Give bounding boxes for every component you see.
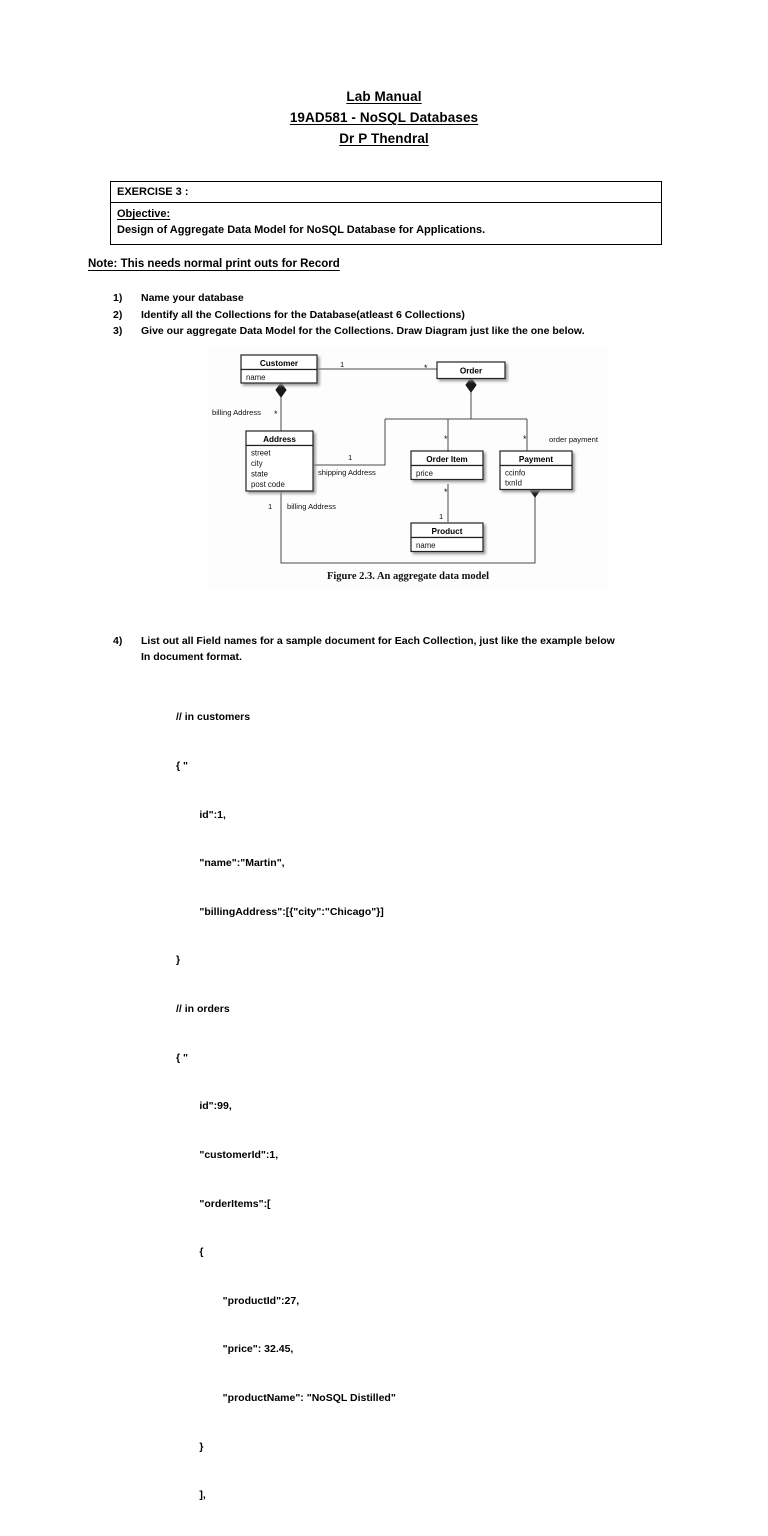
- label-product-many: *: [444, 487, 448, 497]
- task-number: 2): [113, 308, 123, 321]
- code-line: "productName": "NoSQL Distilled": [176, 1391, 396, 1404]
- aggregate-data-model-figure: 1 * billing Address * 1 shipping Address…: [208, 347, 608, 589]
- label-billing-address-1: billing Address: [212, 408, 261, 417]
- task-text: Identify all the Collections for the Dat…: [141, 308, 465, 321]
- header-title-line: Lab Manual: [0, 86, 768, 107]
- list-item: 2) Identify all the Collections for the …: [113, 307, 693, 324]
- label-product-one: 1: [439, 512, 443, 521]
- uml-class-payment-attr-0: ccinfo: [505, 469, 526, 478]
- code-line: id":1,: [176, 808, 226, 821]
- uml-class-payment-attr-1: txnId: [505, 479, 522, 488]
- label-billing-address-many: *: [274, 409, 278, 419]
- uml-class-customer: [240, 354, 318, 384]
- label-order-payment: order payment: [549, 435, 599, 444]
- exercise-objective-row: Objective: Design of Aggregate Data Mode…: [111, 203, 661, 244]
- task-number: 1): [113, 292, 123, 304]
- lab-manual-title: Lab Manual: [346, 89, 422, 104]
- label-shipping-address-one: 1: [348, 453, 352, 462]
- list-item: 4) List out all Field names for a sample…: [113, 633, 683, 649]
- code-line: }: [176, 1440, 204, 1453]
- code-line: "orderItems":[: [176, 1197, 271, 1210]
- author-name: Dr P Thendral: [339, 131, 429, 146]
- code-line: { ": [176, 760, 188, 773]
- task-text-line-1: List out all Field names for a sample do…: [141, 635, 615, 647]
- uml-class-order: [436, 361, 506, 380]
- code-line: { ": [176, 1051, 188, 1064]
- code-line: id":99,: [176, 1100, 232, 1113]
- list-item: 3) Give our aggregate Data Model for the…: [113, 323, 693, 340]
- objective-label: Objective:: [117, 208, 171, 220]
- code-line: "productId":27,: [176, 1294, 300, 1307]
- uml-class-address: [245, 430, 314, 492]
- uml-class-customer-attr-0: name: [246, 373, 266, 382]
- sample-document-code: // in customers { " id":1, "name":"Marti…: [176, 677, 396, 1536]
- exercise-title-row: EXERCISE 3 :: [111, 182, 661, 203]
- objective-text: Design of Aggregate Data Model for NoSQL…: [117, 224, 486, 236]
- code-line: ],: [176, 1489, 206, 1502]
- composition-diamond-customer: [275, 382, 287, 398]
- code-line: "billingAddress":[{"city":"Chicago"}]: [176, 905, 384, 918]
- code-line: "price": 32.45,: [176, 1343, 294, 1356]
- task-list: 1) Name your database 2) Identify all th…: [113, 290, 693, 340]
- code-line: {: [176, 1246, 204, 1259]
- list-item: 1) Name your database: [113, 290, 693, 307]
- uml-class-order-name: Order: [460, 367, 483, 376]
- code-line: // in customers: [176, 711, 251, 724]
- task-4: 4) List out all Field names for a sample…: [113, 633, 683, 665]
- code-line: }: [176, 954, 181, 967]
- uml-class-address-name: Address: [263, 435, 296, 444]
- exercise-title: EXERCISE 3 :: [117, 186, 189, 198]
- code-line: // in orders: [176, 1003, 230, 1016]
- composition-diamond-order: [465, 377, 477, 393]
- exercise-box: EXERCISE 3 : Objective: Design of Aggreg…: [110, 181, 662, 245]
- label-customer-order-one: 1: [340, 360, 344, 369]
- uml-class-address-attr-1: city: [251, 459, 263, 468]
- label-billing-address-one: 1: [268, 502, 272, 511]
- document-header: Lab Manual 19AD581 - NoSQL Databases Dr …: [0, 86, 768, 149]
- print-note: Note: This needs normal print outs for R…: [88, 258, 340, 270]
- label-customer-order-many: *: [424, 363, 428, 373]
- uml-class-product-name: Product: [432, 527, 463, 536]
- task-number: 4): [113, 635, 123, 647]
- task-number: 3): [113, 325, 123, 337]
- header-author-line: Dr P Thendral: [0, 128, 768, 149]
- uml-class-product-attr-0: name: [416, 541, 436, 550]
- code-line: "name":"Martin",: [176, 857, 285, 870]
- task-text-line-2: In document format.: [141, 651, 242, 663]
- label-billing-address-2: billing Address: [287, 502, 336, 511]
- figure-caption: Figure 2.3. An aggregate data model: [327, 571, 489, 582]
- edge-address-payment-billing: [280, 490, 536, 564]
- uml-class-orderitem-attr-0: price: [416, 469, 433, 478]
- label-orderitem-many: *: [444, 434, 448, 444]
- uml-class-product: [410, 522, 484, 553]
- task-text: Name your database: [141, 292, 244, 304]
- header-course-line: 19AD581 - NoSQL Databases: [0, 107, 768, 128]
- edge-order-shipping-address: [313, 419, 386, 466]
- uml-class-address-attr-2: state: [251, 470, 268, 479]
- uml-class-address-attr-3: post code: [251, 480, 285, 489]
- uml-class-orderitem-name: Order Item: [426, 455, 467, 464]
- label-shipping-address-label: shipping Address: [318, 468, 376, 477]
- list-item-continuation: In document format.: [113, 649, 683, 665]
- task-text: Give our aggregate Data Model for the Co…: [141, 325, 585, 337]
- label-payment-many: *: [523, 434, 527, 444]
- code-line: "customerId":1,: [176, 1148, 279, 1161]
- uml-class-payment: [499, 450, 573, 491]
- uml-class-customer-name: Customer: [260, 359, 299, 368]
- uml-class-payment-name: Payment: [519, 455, 553, 464]
- document-page: Lab Manual 19AD581 - NoSQL Databases Dr …: [0, 86, 768, 1502]
- uml-class-address-attr-0: street: [251, 449, 271, 458]
- uml-class-orderitem: [410, 450, 484, 481]
- course-title: 19AD581 - NoSQL Databases: [289, 110, 479, 125]
